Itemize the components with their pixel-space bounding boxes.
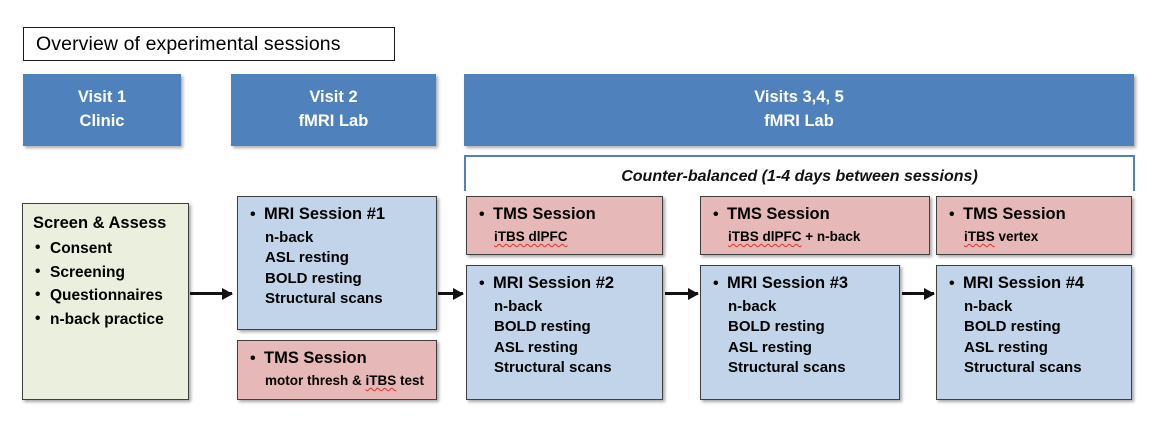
mri-session-4-list: n-back BOLD resting ASL resting Structur… [947, 297, 1121, 379]
header-visits-345-line1: Visits 3,4, 5 [754, 88, 844, 107]
tms-session-4-note-misspelled: iTBS [964, 229, 995, 244]
list-item: n-back [265, 229, 314, 246]
page-title: Overview of experimental sessions [36, 32, 341, 55]
tms-session-1-note: motor thresh & iTBS test [248, 373, 426, 388]
list-item: n-back [494, 298, 543, 315]
list-item: n-back practice [33, 307, 178, 332]
tms-session-1-box: TMS Session motor thresh & iTBS test [237, 340, 437, 400]
screen-and-assess-list: Consent Screening Questionnaires n-back … [33, 236, 178, 332]
tms-session-3-note-misspelled: iTBS dlPFC [728, 229, 802, 244]
list-item: Screening [33, 260, 178, 285]
list-item: Structural scans [265, 290, 383, 308]
list-item: Structural scans [964, 359, 1082, 377]
list-item: n-back [728, 298, 777, 315]
tms-session-3-note-post: + n-back [801, 229, 861, 244]
list-item: Questionnaires [33, 283, 178, 308]
header-visit-2: Visit 2 fMRI Lab [231, 74, 436, 146]
header-visit-1-line1: Visit 1 [77, 88, 127, 107]
tms-session-1-title: TMS Session [248, 349, 426, 368]
tms-session-4-note-post: vertex [994, 229, 1039, 244]
mri-session-1-box: MRI Session #1 n-back ASL resting BOLD r… [237, 196, 437, 330]
mri-session-2-box: MRI Session #2 n-back BOLD resting ASL r… [466, 265, 663, 400]
list-item: Consent [33, 236, 178, 261]
tms-session-2-box: TMS Session iTBS dlPFC [466, 196, 663, 255]
tms-session-1-note-pre: motor thresh & [265, 373, 366, 388]
list-item: ASL resting [494, 338, 578, 356]
tms-session-3-box: TMS Session iTBS dlPFC + n-back [700, 196, 930, 255]
list-item: Structural scans [728, 359, 846, 377]
tms-session-1-note-post: test [396, 373, 425, 388]
arrow-right-icon [190, 292, 232, 295]
tms-session-2-title: TMS Session [477, 205, 652, 224]
header-visit-2-line1: Visit 2 [309, 88, 358, 107]
mri-session-1-list: n-back ASL resting BOLD resting Structur… [248, 228, 426, 310]
mri-session-2-list: n-back BOLD resting ASL resting Structur… [477, 297, 652, 379]
arrow-right-icon [902, 292, 934, 295]
list-item: ASL resting [964, 338, 1048, 356]
mri-session-1-title: MRI Session #1 [248, 205, 426, 224]
diagram-title-box: Overview of experimental sessions [23, 27, 395, 61]
mri-session-2-title: MRI Session #2 [477, 274, 652, 293]
counter-balanced-bracket: Counter-balanced (1-4 days between sessi… [464, 155, 1135, 191]
list-item: BOLD resting [728, 318, 825, 336]
screen-and-assess-box: Screen & Assess Consent Screening Questi… [22, 203, 189, 400]
mri-session-4-title: MRI Session #4 [947, 274, 1121, 293]
counter-balanced-label: Counter-balanced (1-4 days between sessi… [621, 168, 978, 185]
tms-session-2-note-misspelled: iTBS dlPFC [494, 229, 568, 244]
header-visits-345: Visits 3,4, 5 fMRI Lab [464, 74, 1134, 146]
list-item: ASL resting [728, 338, 812, 356]
mri-session-4-box: MRI Session #4 n-back BOLD resting ASL r… [936, 265, 1132, 400]
list-item: n-back [964, 298, 1013, 315]
arrow-right-icon [665, 292, 698, 295]
arrow-right-icon [438, 292, 463, 295]
list-item: ASL resting [265, 249, 349, 267]
mri-session-3-box: MRI Session #3 n-back BOLD resting ASL r… [700, 265, 900, 400]
mri-session-3-list: n-back BOLD resting ASL resting Structur… [711, 297, 889, 379]
tms-session-4-note: iTBS vertex [947, 229, 1121, 244]
list-item: BOLD resting [265, 269, 362, 287]
header-visit-2-line2: fMRI Lab [298, 112, 369, 130]
list-item: BOLD resting [494, 318, 591, 336]
header-visit-1: Visit 1 Clinic [23, 74, 181, 146]
list-item: Structural scans [494, 359, 612, 377]
mri-session-3-title: MRI Session #3 [711, 274, 889, 293]
list-item: BOLD resting [964, 318, 1061, 336]
tms-session-3-note: iTBS dlPFC + n-back [711, 229, 919, 244]
tms-session-4-title: TMS Session [947, 205, 1121, 224]
tms-session-4-box: TMS Session iTBS vertex [936, 196, 1132, 255]
header-visit-1-line2: Clinic [79, 112, 125, 130]
tms-session-2-note: iTBS dlPFC [477, 229, 652, 244]
screen-and-assess-title: Screen & Assess [33, 214, 167, 232]
tms-session-1-note-misspelled: iTBS [365, 373, 397, 388]
header-visits-345-line2: fMRI Lab [764, 112, 834, 130]
tms-session-3-title: TMS Session [711, 205, 919, 224]
